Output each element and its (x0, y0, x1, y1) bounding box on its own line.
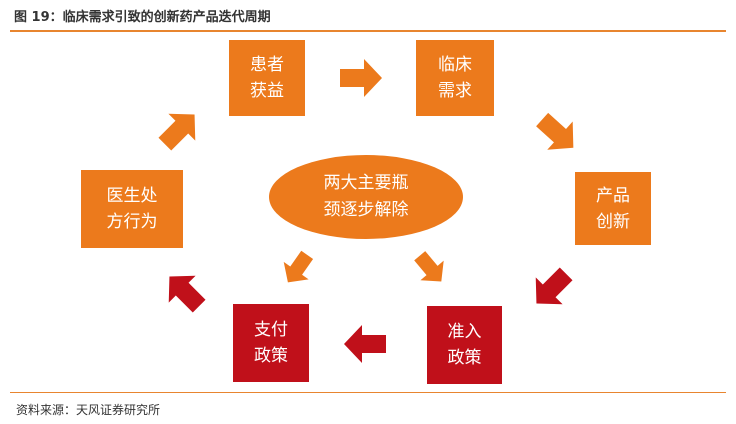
payment-policy-line2: 政策 (254, 346, 288, 366)
top-rule (10, 30, 726, 32)
arrow-center-to-payment (275, 246, 320, 292)
access-policy-line1: 准入 (447, 322, 482, 342)
arrow-to-patient-benefit (151, 101, 208, 158)
center-line2: 颈逐步解除 (323, 200, 409, 220)
payment-policy-line1: 支付 (254, 320, 288, 340)
access-policy-box: 准入政策 (427, 306, 502, 384)
prescribing-behavior-box: 医生处方行为 (81, 170, 183, 248)
product-innovation-line1: 产品 (596, 185, 630, 206)
clinical-need-box: 临床需求 (416, 40, 494, 116)
clinical-need-line2: 需求 (438, 81, 472, 101)
product-innovation-box: 产品创新 (575, 172, 651, 245)
central-bottleneck-ellipse: 两大主要瓶颈逐步解除 (269, 155, 463, 239)
payment-policy-box: 支付政策 (233, 304, 309, 382)
arrow-to-prescribing-behavior (156, 263, 213, 320)
arrow-to-payment-policy (344, 325, 386, 363)
prescribing-behavior-line1: 医生处 (106, 186, 158, 206)
bottom-rule (10, 392, 726, 393)
product-innovation-line2: 创新 (596, 211, 630, 232)
patient-benefit-box: 患者获益 (229, 40, 305, 116)
center-line1: 两大主要瓶 (323, 173, 409, 193)
source-note: 资料来源：天风证券研究所 (16, 403, 161, 417)
arrow-to-access-policy (523, 260, 580, 317)
clinical-need-line1: 临床 (438, 55, 472, 75)
arrow-center-to-access (408, 245, 453, 292)
arrow-to-clinical-need (340, 59, 382, 97)
figure-title: 图 19：临床需求引致的创新药产品迭代周期 (14, 10, 271, 25)
access-policy-line2: 政策 (447, 348, 482, 368)
prescribing-behavior-line2: 方行为 (106, 212, 158, 232)
patient-benefit-line1: 患者 (250, 55, 284, 75)
arrow-to-product-innovation (529, 105, 587, 162)
patient-benefit-line2: 获益 (250, 81, 284, 101)
